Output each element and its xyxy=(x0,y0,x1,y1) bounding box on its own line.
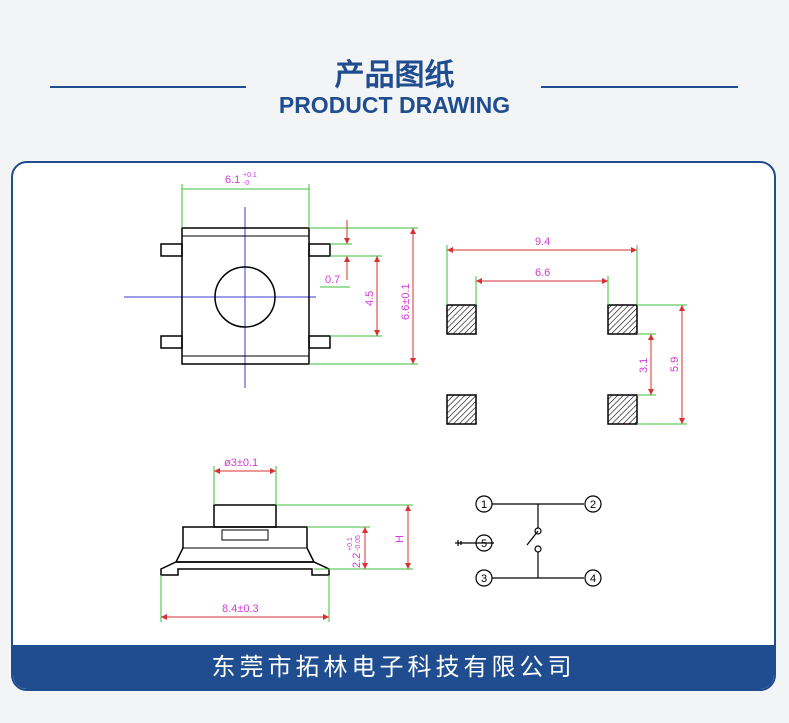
pin-5-label: 5 xyxy=(481,538,487,550)
dim-body-height-tol2: -0.05 xyxy=(355,535,362,551)
pin-3-label: 3 xyxy=(481,573,487,585)
stem-slot xyxy=(221,529,269,541)
pad-top-left xyxy=(446,304,477,335)
dim-pad-inner: 6.6 xyxy=(535,267,550,279)
pin-4-circle xyxy=(584,569,602,587)
pad-bottom-right xyxy=(607,394,638,425)
side-body xyxy=(174,526,316,563)
page-title-cn: 产品图纸 xyxy=(334,58,455,93)
pin-4-label: 4 xyxy=(590,573,596,585)
pad-layout-view: 9.4 6.6 3.1 5.9 xyxy=(446,236,687,425)
switch-body-outline xyxy=(181,227,310,365)
dim-height-66: 6.6±0.1 xyxy=(400,283,412,320)
page-title-en: PRODUCT DRAWING xyxy=(278,92,511,118)
pin-3-circle xyxy=(475,569,493,587)
dim-top-width-tol: +0.1 xyxy=(243,172,257,179)
dim-pad-v2: 5.9 xyxy=(669,357,681,372)
side-view: ø3±0.1 2.2 +0.1 -0.05 H 8.4±0.3 xyxy=(160,457,413,622)
dim-body-height: 2.2 xyxy=(351,553,363,568)
side-leads xyxy=(160,561,330,576)
dim-height-45: 4.5 xyxy=(364,291,376,306)
header-rule-right xyxy=(541,86,738,88)
pin-1-label: 1 xyxy=(481,499,487,511)
pad-bottom-left xyxy=(446,394,477,425)
dim-top-width: 6.1 xyxy=(225,174,240,186)
pin-top-right xyxy=(308,243,331,257)
pin-top-left xyxy=(160,243,183,257)
dim-top-width-tol2: -0 xyxy=(243,180,249,187)
pin-bottom-right xyxy=(308,335,331,349)
dim-stem-diameter: ø3±0.1 xyxy=(224,457,258,469)
company-footer: 东莞市拓林电子科技有限公司 xyxy=(13,645,774,689)
actuator-circle xyxy=(214,266,276,328)
dim-pad-outer: 9.4 xyxy=(535,236,550,248)
product-drawing: 6.1 +0.1 -0 0.7 4.5 6.6±0.1 9.4 6.6 xyxy=(124,172,687,622)
dim-body-height-tol: +0.1 xyxy=(347,537,354,551)
stem xyxy=(213,504,277,528)
pin-bottom-left xyxy=(160,335,183,349)
pin-1-circle xyxy=(475,495,493,513)
dim-pad-v1: 3.1 xyxy=(638,358,650,373)
pad-top-right xyxy=(607,304,638,335)
dim-base-width: 8.4±0.3 xyxy=(222,603,259,615)
top-view: 6.1 +0.1 -0 0.7 4.5 6.6±0.1 xyxy=(124,172,418,388)
pin-2-circle xyxy=(584,495,602,513)
schematic xyxy=(455,495,602,587)
header-rule-left xyxy=(50,86,246,88)
dim-pin-offset: 0.7 xyxy=(325,274,340,286)
dim-total-height: H xyxy=(394,535,406,543)
pin-5-circle xyxy=(475,534,493,552)
drawing-card: 6.1 +0.1 -0 0.7 4.5 6.6±0.1 9.4 6.6 xyxy=(11,161,776,691)
pin-2-label: 2 xyxy=(590,499,596,511)
